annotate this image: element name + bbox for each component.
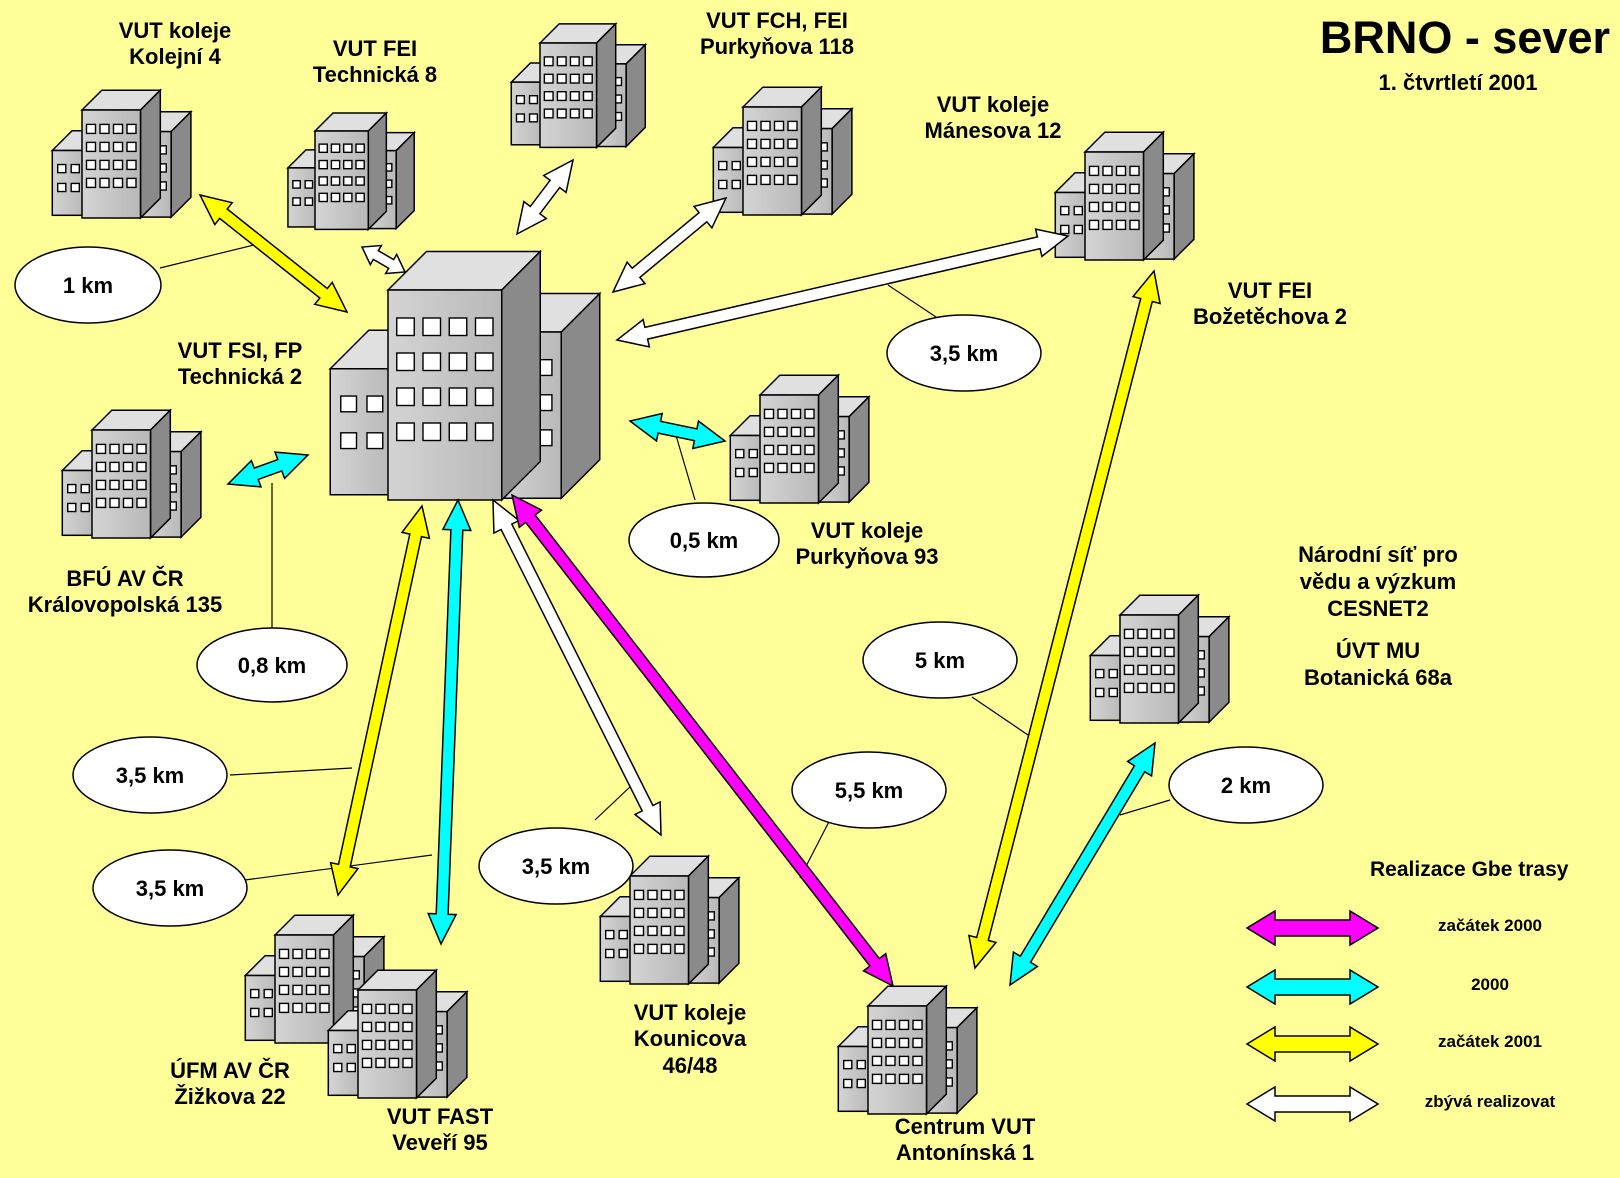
- leader-ufm: [229, 767, 353, 776]
- legend-label-remaining: zbývá realizovat: [1424, 1092, 1556, 1111]
- arrow-fei-technicka: [360, 244, 407, 275]
- page-subtitle: 1. čtvrtletí 2001: [1378, 70, 1538, 95]
- buildings: [50, 22, 1231, 1116]
- leader-kounicova: [594, 784, 633, 821]
- oval-purkynova93: [628, 502, 780, 578]
- legend-arrow-remaining: [1245, 1085, 1380, 1123]
- arrow-purkynova93: [628, 412, 727, 450]
- building-fei-bozetechova: [1053, 130, 1196, 262]
- building-fei-technicka: [286, 111, 417, 232]
- arrow-kolejni: [198, 193, 349, 314]
- oval-ufm-label: 3,5 km: [116, 763, 185, 788]
- arrow-bfu: [226, 451, 310, 488]
- oval-2km-label: 2 km: [1221, 773, 1271, 798]
- building-bfu: [60, 408, 203, 540]
- arrow-fast: [427, 498, 472, 946]
- legend-arrow-start-2001: [1245, 1025, 1380, 1063]
- arrow-cesnet-centrum: [1009, 741, 1156, 987]
- leader-kolejni: [159, 242, 263, 269]
- oval-kolejni-label: 1 km: [63, 273, 113, 298]
- arrow-kounicova: [492, 498, 662, 837]
- oval-bozetechova-label: 3,5 km: [930, 341, 999, 366]
- oval-55km-label: 5,5 km: [835, 778, 904, 803]
- oval-kolejni: [14, 246, 162, 324]
- legend-label-2000: 2000: [1471, 975, 1509, 994]
- oval-fast-label: 3,5 km: [136, 876, 205, 901]
- building-fast: [326, 968, 469, 1100]
- legend-label-start-2001: začátek 2001: [1438, 1032, 1542, 1051]
- arrow-manesova: [611, 196, 728, 294]
- arrow-bozetechova-centrum: [967, 269, 1162, 970]
- building-koleje-manesova: [711, 85, 854, 217]
- oval-kounicova: [478, 827, 634, 905]
- oval-fast: [92, 849, 248, 927]
- building-fch-fei: [509, 22, 648, 150]
- oval-bfu: [196, 627, 348, 703]
- arrow-centrum: [510, 493, 895, 988]
- arrow-ufm: [329, 504, 431, 897]
- legend-arrows: [1245, 909, 1380, 1123]
- legend-arrow-2000: [1245, 968, 1380, 1006]
- leader-5km: [971, 696, 1029, 736]
- oval-5km-label: 5 km: [915, 648, 965, 673]
- arrow-bozetechova: [615, 228, 1070, 348]
- distance-ovals: 1 km 3,5 km 0,5 km 0,8 km 5 km 2 km 5,5 km 3,5 …: [14, 246, 1324, 927]
- legend-arrow-start-2000: [1245, 909, 1380, 947]
- oval-purkynova93-label: 0,5 km: [670, 528, 739, 553]
- oval-5km: [862, 621, 1018, 699]
- leader-2km: [1119, 799, 1171, 816]
- oval-55km: [791, 751, 947, 829]
- building-koleje-kolejni: [50, 88, 193, 220]
- oval-bozetechova: [886, 314, 1042, 392]
- oval-ufm: [72, 736, 228, 814]
- leader-purkynova93: [674, 431, 696, 501]
- oval-2km: [1168, 746, 1324, 824]
- building-koleje-purkynova: [728, 373, 871, 505]
- page-title: BRNO - sever: [1319, 12, 1610, 63]
- building-centrum: [836, 984, 979, 1116]
- oval-bfu-label: 0,8 km: [238, 653, 307, 678]
- building-fsi-fp: [328, 249, 602, 502]
- building-cesnet: [1088, 593, 1231, 725]
- arrow-fch-fei: [515, 158, 575, 236]
- connection-arrows: [198, 158, 1162, 988]
- building-kounicova: [598, 854, 741, 986]
- oval-kounicova-label: 3,5 km: [522, 854, 591, 879]
- legend-label-start-2000: začátek 2000: [1438, 916, 1542, 935]
- legend-title: Realizace Gbe trasy: [1370, 858, 1569, 881]
